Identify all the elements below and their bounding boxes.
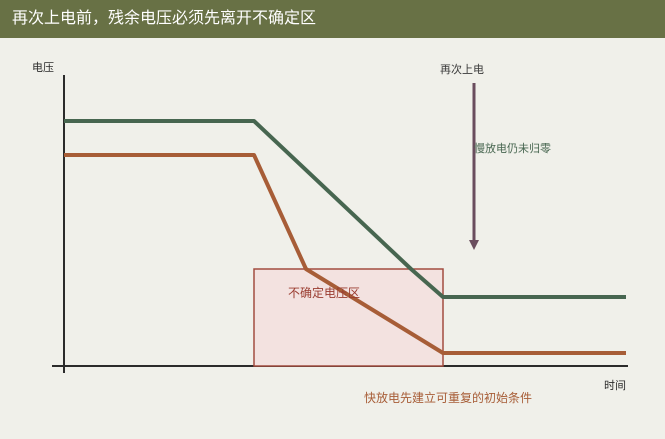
uncertain-zone-label: 不确定电压区 (288, 285, 360, 300)
fast-discharge-line (64, 153, 626, 355)
y-axis-label: 电压 (32, 61, 54, 74)
x-axis-label: 时间 (604, 379, 626, 392)
slow-discharge-line (64, 119, 626, 299)
header-bar: 再次上电前，残余电压必须先离开不确定区 (0, 0, 665, 38)
repower-label: 再次上电 (440, 62, 484, 76)
page-title: 再次上电前，残余电压必须先离开不确定区 (12, 8, 317, 27)
uncertain-zone-box (253, 268, 444, 367)
slow-discharge-label: 慢放电仍未归零 (474, 141, 551, 155)
fast-discharge-label: 快放电先建立可重复的初始条件 (364, 390, 532, 405)
